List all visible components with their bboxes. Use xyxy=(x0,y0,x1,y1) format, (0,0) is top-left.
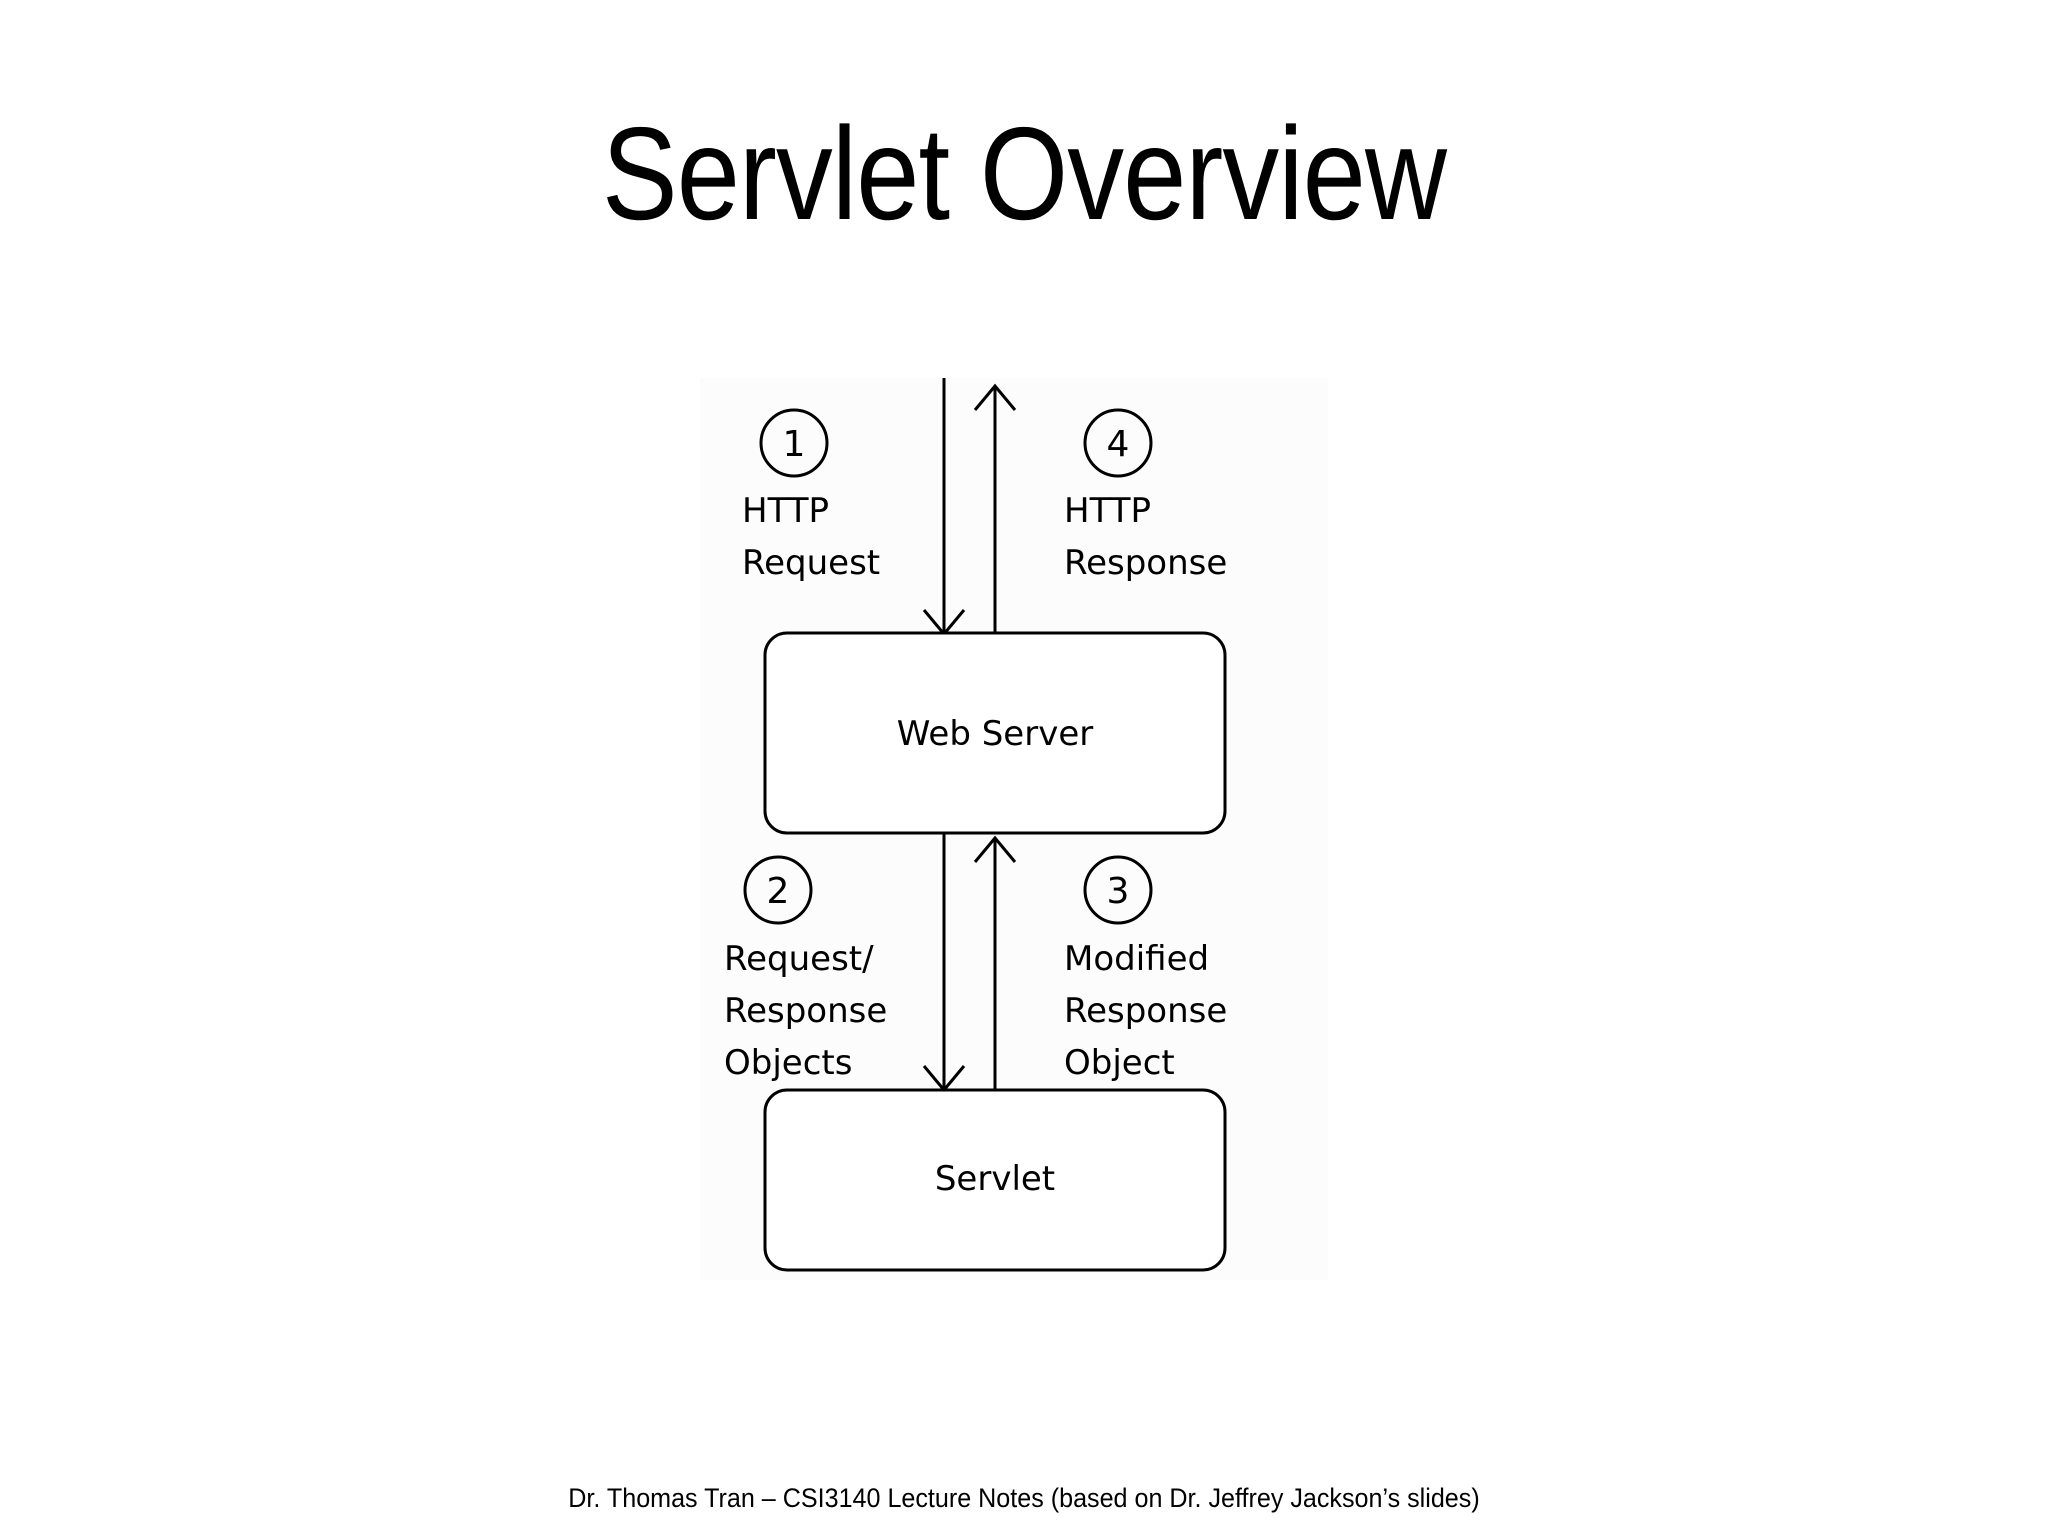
arrow-http-response xyxy=(973,383,1017,634)
step-4-label-line-2: Response xyxy=(1064,543,1227,583)
step-2-label-line-3: Objects xyxy=(724,1043,852,1083)
node-servlet: Servlet xyxy=(763,1088,1227,1272)
arrow-request-response-objects xyxy=(922,831,966,1093)
step-3-label-line-3: Object xyxy=(1064,1043,1175,1083)
step-3-circle xyxy=(1083,855,1153,925)
step-1-number: 1 xyxy=(783,424,806,465)
servlet-label: Servlet xyxy=(935,1159,1055,1199)
step-2-label-line-2: Response xyxy=(724,991,887,1031)
servlet-flow-diagram: Web Server Servlet 1 HTTP Request 4 HTTP… xyxy=(700,378,1328,1280)
step-2-label-line-1: Request/ xyxy=(724,939,874,979)
servlet-box xyxy=(763,1088,1227,1272)
web-server-box xyxy=(763,631,1227,835)
step-3-number: 3 xyxy=(1107,871,1130,912)
step-1-label-line-2: Request xyxy=(742,543,880,583)
page-title: Servlet Overview xyxy=(601,100,1447,247)
node-web-server: Web Server xyxy=(763,631,1227,835)
step-4-circle xyxy=(1083,408,1153,478)
step-1-circle xyxy=(759,408,829,478)
step-2-number: 2 xyxy=(767,871,790,912)
step-4-number: 4 xyxy=(1107,424,1130,465)
web-server-label: Web Server xyxy=(897,714,1093,754)
step-4-label-line-1: HTTP xyxy=(1064,491,1151,531)
footer-attribution: Dr. Thomas Tran – CSI3140 Lecture Notes … xyxy=(568,1483,1480,1513)
arrow-modified-response-object xyxy=(973,835,1017,1090)
flow-step-3: 3 Modified Response Object xyxy=(1064,855,1227,1083)
step-1-label-line-1: HTTP xyxy=(742,491,829,531)
flow-step-1: 1 HTTP Request xyxy=(742,408,880,583)
flow-step-2: 2 Request/ Response Objects xyxy=(724,855,887,1083)
step-3-label-line-1: Modified xyxy=(1064,939,1209,979)
arrow-http-request xyxy=(922,378,966,637)
step-3-label-line-2: Response xyxy=(1064,991,1227,1031)
diagram-canvas: Web Server Servlet 1 HTTP Request 4 HTTP… xyxy=(724,378,1227,1272)
flow-step-4: 4 HTTP Response xyxy=(1064,408,1227,583)
step-2-circle xyxy=(743,855,813,925)
